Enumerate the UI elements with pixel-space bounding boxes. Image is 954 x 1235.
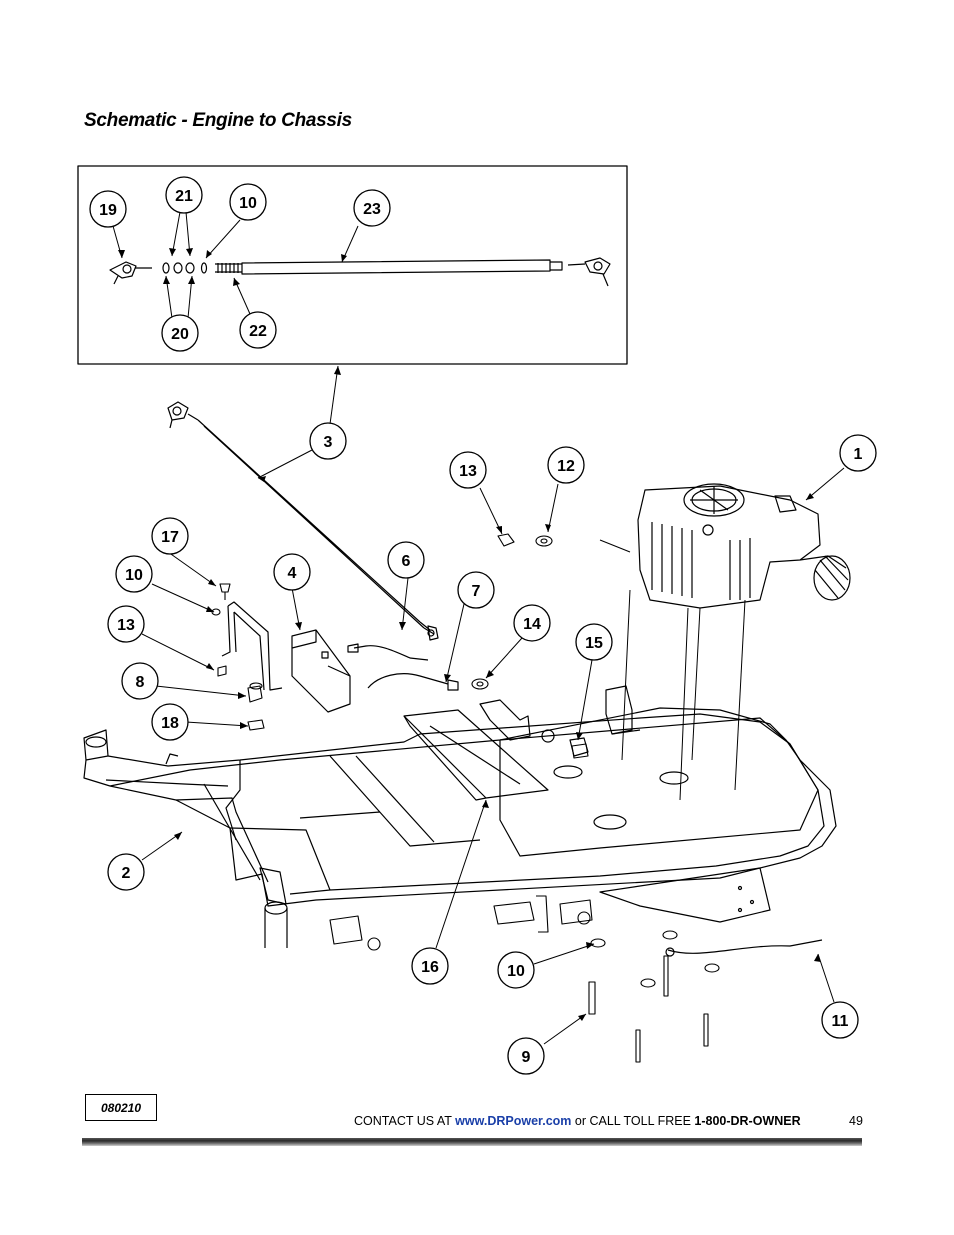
callout-13-top: 13 — [459, 463, 477, 480]
callout-20: 20 — [171, 326, 189, 343]
arrowheads — [118, 248, 821, 1021]
callout-1: 1 — [854, 446, 863, 463]
callout-6: 6 — [402, 553, 411, 570]
callout-12: 12 — [557, 458, 575, 475]
engine-1 — [637, 483, 851, 609]
callout-3: 3 — [324, 434, 333, 451]
callout-10-left: 10 — [125, 567, 143, 584]
callout-21: 21 — [175, 188, 193, 205]
callout-13-left: 13 — [117, 617, 135, 634]
bracket-16 — [403, 699, 549, 801]
callout-circles — [89, 176, 877, 1075]
mount-bolts-9 — [588, 930, 720, 1063]
callout-19: 19 — [99, 202, 117, 219]
callout-8: 8 — [136, 674, 145, 691]
callout-15: 15 — [585, 635, 603, 652]
tie-rod-detail-box — [77, 165, 628, 365]
tie-rod-detail — [109, 257, 611, 287]
callout-14: 14 — [523, 616, 541, 633]
leader-lines — [112, 211, 845, 1045]
cable-7 — [367, 673, 459, 691]
footer-contact: CONTACT US AT www.DRPower.com or CALL TO… — [354, 1114, 801, 1128]
callout-2: 2 — [122, 865, 131, 882]
callout-23: 23 — [363, 201, 381, 218]
callout-18: 18 — [161, 715, 179, 732]
callout-10-detail: 10 — [239, 195, 257, 212]
callout-17: 17 — [161, 529, 179, 546]
underside-hardware — [329, 895, 593, 951]
footer-prefix: CONTACT US AT — [354, 1114, 456, 1128]
callout-16: 16 — [421, 959, 439, 976]
callout-11: 11 — [832, 1013, 849, 1030]
footer-website-link[interactable]: www.DRPower.com — [455, 1114, 572, 1128]
engine-bolts — [621, 589, 746, 801]
muffler-bracket — [221, 601, 283, 691]
document-code: 080210 — [85, 1094, 157, 1121]
engine-deck-plate — [499, 717, 819, 923]
document-code-text: 080210 — [100, 1100, 142, 1115]
footer-phone: 1-800-DR-OWNER — [694, 1114, 801, 1128]
chassis-frame-2 — [83, 707, 837, 948]
callout-7: 7 — [472, 583, 481, 600]
callout-22: 22 — [249, 323, 267, 340]
ground-wire-11 — [665, 939, 823, 957]
callout-10-bottom: 10 — [507, 963, 525, 980]
page-number: 49 — [849, 1114, 863, 1128]
cable-6 — [347, 643, 429, 661]
muffler-4 — [291, 629, 351, 713]
callout-4: 4 — [288, 565, 297, 582]
footer-middle: or CALL TOLL FREE — [571, 1114, 695, 1128]
tie-rod-3 — [167, 401, 439, 641]
page-title: Schematic - Engine to Chassis — [84, 110, 352, 131]
footer-rule — [82, 1138, 862, 1146]
callout-9: 9 — [522, 1049, 531, 1066]
